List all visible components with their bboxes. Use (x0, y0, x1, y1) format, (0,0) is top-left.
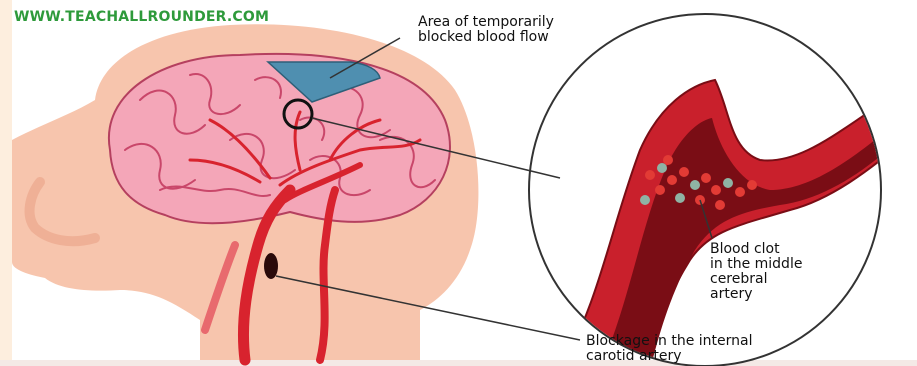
blood-clot-label: Blood clot in the middle cerebral artery (710, 242, 802, 302)
blockage-label-line-2: carotid artery (586, 349, 753, 364)
blood-clot-label-line-2: in the middle (710, 257, 802, 272)
blockage-label-line-1: Blockage in the internal (586, 334, 753, 349)
blood-clot-label-line-3: cerebral (710, 272, 802, 287)
blocked-area-label-line-2: blocked blood flow (418, 30, 554, 45)
blocked-area-label-line-1: Area of temporarily (418, 15, 554, 30)
carotid-blockage (264, 253, 278, 279)
blocked-area-label: Area of temporarily blocked blood flow (418, 15, 554, 45)
blockage-label: Blockage in the internal carotid artery (586, 334, 753, 364)
site-watermark: WWW.TEACHALLROUNDER.COM (14, 9, 269, 25)
blood-clot-label-line-4: artery (710, 287, 802, 302)
blood-clot-label-line-1: Blood clot (710, 242, 802, 257)
